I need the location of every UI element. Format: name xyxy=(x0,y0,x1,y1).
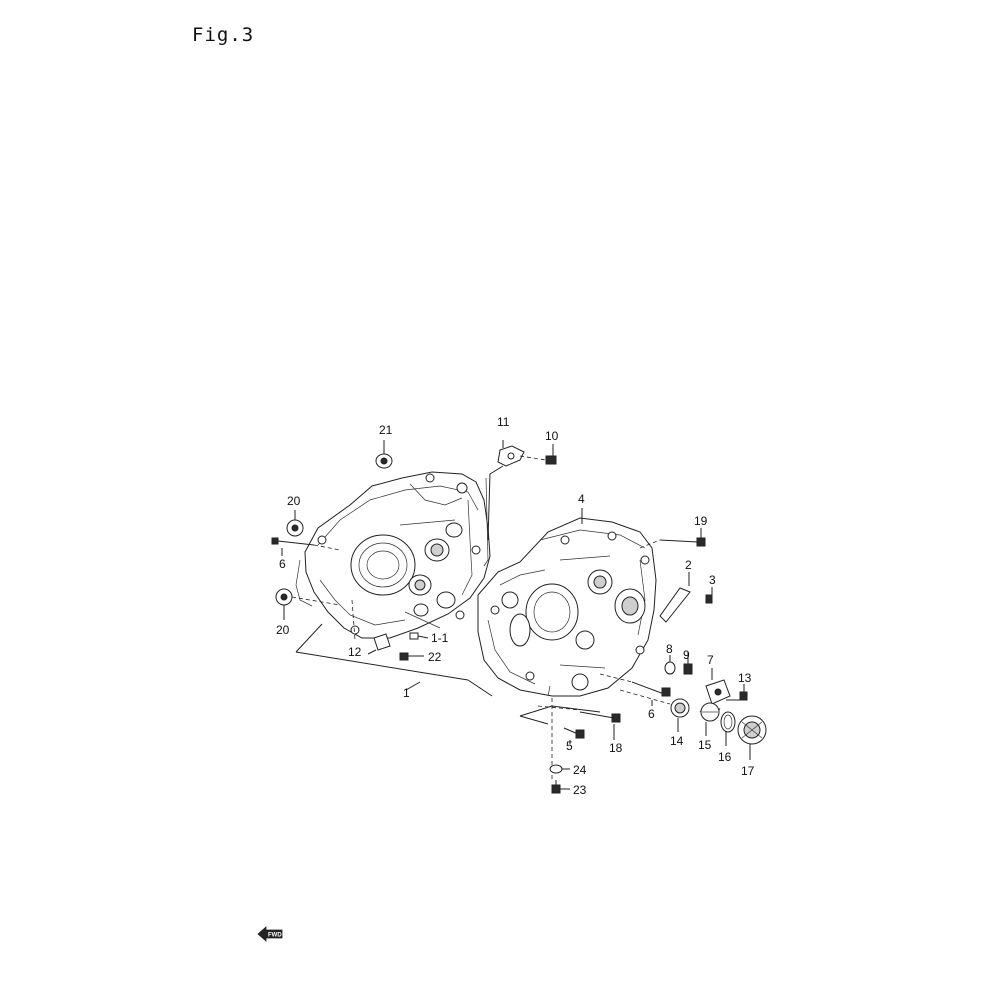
callout-16: 16 xyxy=(718,750,732,764)
callout-1-1: 1-1 xyxy=(431,631,449,645)
part-6-bolt-right xyxy=(599,673,671,706)
part-9-spring xyxy=(683,652,693,675)
left-crankcase-half xyxy=(295,471,491,640)
part-2-pin xyxy=(659,572,691,623)
part-19-bolt xyxy=(639,528,706,549)
callout-3: 3 xyxy=(709,573,716,587)
part-8-cap xyxy=(664,655,676,675)
callout-9: 9 xyxy=(683,648,690,662)
callout-21: 21 xyxy=(379,423,393,437)
part-3-bolt xyxy=(705,587,713,604)
callout-23: 23 xyxy=(573,783,587,797)
part-21-nut xyxy=(375,440,393,469)
callout-14: 14 xyxy=(670,734,684,748)
part-24-washer xyxy=(549,764,570,774)
callout-4: 4 xyxy=(578,492,585,506)
callout-18: 18 xyxy=(609,741,623,755)
part-20-upper-washer xyxy=(286,510,304,537)
part-12-bracket xyxy=(351,599,391,655)
figure-title: Fig.3 xyxy=(192,24,255,46)
callout-6-right: 6 xyxy=(648,707,655,721)
callout-20-lower: 20 xyxy=(276,623,290,637)
callout-12: 12 xyxy=(348,645,362,659)
right-crankcase-half xyxy=(477,517,657,697)
part-22-bolt xyxy=(399,652,424,661)
part-6-bolt-left xyxy=(271,537,341,556)
callout-17: 17 xyxy=(741,764,755,778)
callout-11: 11 xyxy=(497,415,510,429)
callout-6-left: 6 xyxy=(279,557,286,571)
fwd-label: FWD xyxy=(268,933,282,939)
part-13-bolt xyxy=(726,684,748,701)
part-20-lower-washer xyxy=(275,588,341,620)
fwd-arrow-icon: FWD xyxy=(257,926,283,942)
part-23-bolt xyxy=(551,780,570,794)
part-15-spring xyxy=(699,702,721,736)
part-11-plate xyxy=(497,440,547,467)
part-5-bolt xyxy=(563,727,585,744)
callout-20-upper: 20 xyxy=(287,494,301,508)
part-14-plug xyxy=(619,689,690,732)
callout-1: 1 xyxy=(403,686,410,700)
callout-13: 13 xyxy=(738,671,752,685)
callout-10: 10 xyxy=(545,429,559,443)
callout-7: 7 xyxy=(707,653,714,667)
part-10-bolt xyxy=(545,444,557,465)
callout-5: 5 xyxy=(566,739,573,753)
callout-15: 15 xyxy=(698,738,712,752)
callout-22: 22 xyxy=(428,650,442,664)
callout-19: 19 xyxy=(694,514,708,528)
part-7-plate xyxy=(705,668,731,705)
part-18-bolt xyxy=(537,705,621,740)
part-17-drain-plug xyxy=(737,715,767,760)
callout-24: 24 xyxy=(573,763,587,777)
part-16-o-ring xyxy=(720,711,736,746)
callout-8: 8 xyxy=(666,642,673,656)
callout-2: 2 xyxy=(685,558,692,572)
